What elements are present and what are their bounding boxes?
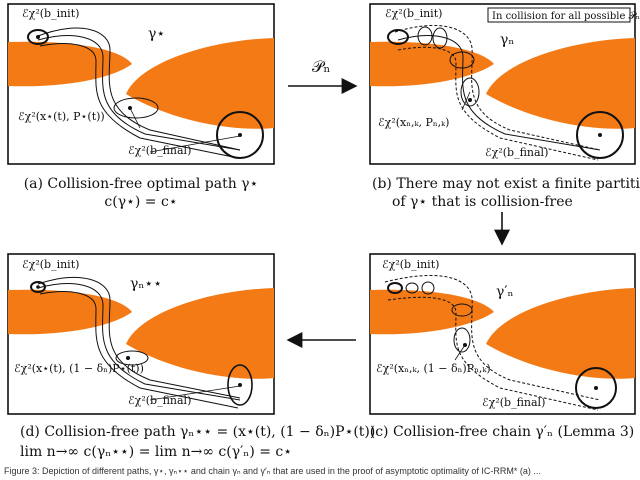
init-ellipse: [27, 29, 49, 45]
final-circle: [216, 111, 264, 159]
label-middle-b: ℰχ²(xₙ,ₖ, Pₙ,ₖ): [378, 116, 449, 129]
panel-b: In collision for all possible 𝒫ₙ! ℰχ²(b_…: [369, 3, 640, 210]
label-path-a: γ⋆: [148, 26, 165, 42]
label-init-b: ℰχ²(b_init): [385, 7, 442, 20]
obstacle-right-b: [486, 38, 635, 129]
label-middle-d: ℰχ²(x⋆(t), (1 − δₙ)P⋆(t)): [14, 362, 144, 375]
caption-b-line1: (b) There may not exist a finite partiti…: [372, 176, 640, 192]
label-final-b: ℰχ²(b_final): [485, 146, 548, 159]
collision-box: [487, 7, 631, 23]
panel-d: ℰχ²(b_init) γₙ⋆⋆ ℰχ²(x⋆(t), (1 − δₙ)P⋆(t…: [7, 253, 375, 460]
middle-ellipse: [113, 97, 159, 119]
panel-a: ℰχ²(b_init) γ⋆ ℰχ²(x⋆(t), P⋆(t)) ℰχ²(b_f…: [7, 3, 275, 210]
figure-footer: Figure 3: Depiction of different paths, …: [4, 466, 541, 476]
label-final-a: ℰχ²(b_final): [128, 144, 191, 157]
label-final-d: ℰχ²(b_final): [128, 394, 191, 407]
label-path-d: γₙ⋆⋆: [130, 276, 162, 292]
obstacle-left: [8, 41, 132, 87]
caption-c-line1: (c) Collision-free chain γ′ₙ (Lemma 3): [370, 424, 634, 440]
arrow-partition-label: 𝒫ₙ: [312, 57, 331, 76]
obstacle-right-c: [486, 288, 635, 379]
caption-b-line2: of γ⋆ that is collision-free: [392, 194, 573, 210]
caption-d-line2: lim n→∞ c(γₙ⋆⋆) = lim n→∞ c(γ′ₙ) = c⋆: [20, 444, 292, 460]
label-path-c: γ′ₙ: [496, 284, 514, 300]
label-init-d: ℰχ²(b_init): [22, 258, 79, 271]
label-middle-a: ℰχ²(x⋆(t), P⋆(t)): [18, 110, 105, 123]
obstacle-right-d: [126, 288, 274, 379]
label-middle-c: ℰχ²(xₙ,ₖ, (1 − δₙ)Pₙ,ₖ): [376, 362, 491, 375]
panel-c: ℰχ²(b_init) γ′ₙ ℰχ²(xₙ,ₖ, (1 − δₙ)Pₙ,ₖ) …: [369, 253, 636, 440]
caption-d-line1: (d) Collision-free path γₙ⋆⋆ = (x⋆(t), (…: [20, 424, 375, 440]
label-final-c: ℰχ²(b_final): [482, 396, 545, 409]
obstacle-right: [126, 38, 274, 129]
obstacle-left-d: [8, 289, 132, 335]
caption-a-line1: (a) Collision-free optimal path γ⋆: [24, 176, 259, 192]
caption-a-line2: c(γ⋆) = c⋆: [104, 194, 177, 210]
label-path-b: γₙ: [500, 32, 514, 48]
collision-box-text: In collision for all possible 𝒫ₙ!: [492, 11, 640, 22]
label-init-c: ℰχ²(b_init): [382, 258, 439, 271]
label-init-a: ℰχ²(b_init): [22, 7, 79, 20]
obstacle-left-c: [370, 289, 494, 335]
arrow-partition: 𝒫ₙ: [288, 57, 358, 94]
